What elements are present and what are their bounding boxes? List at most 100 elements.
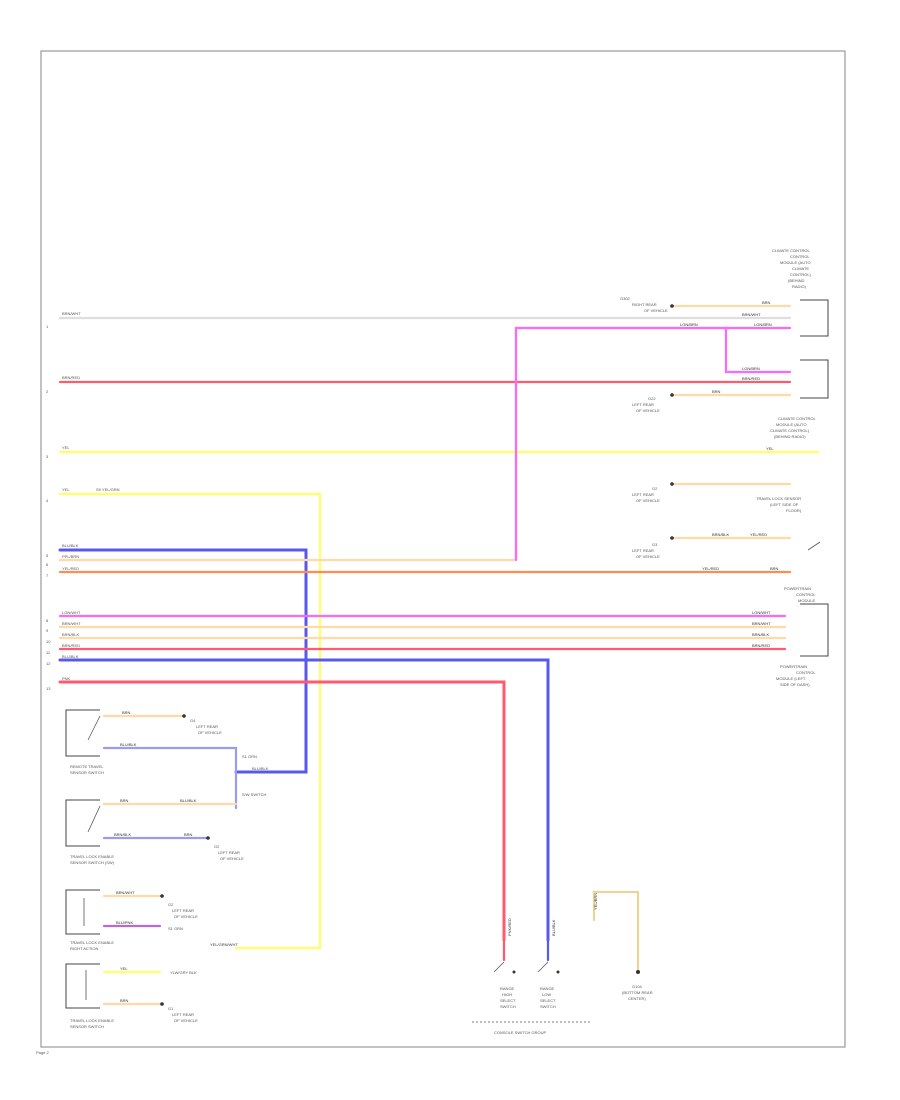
g104-label-2: CENTER) — [628, 996, 646, 1001]
pcm-outline — [800, 603, 829, 657]
switch-2-ground-0: G2 — [214, 844, 220, 849]
wire-8-pin: 8 — [46, 618, 49, 623]
g104-label-1: (BOTTOM REAR — [622, 990, 653, 995]
switch-2-wire-b-label: BLU/BLK — [180, 798, 197, 803]
pcm2-label-2: MODULE (LEFT — [776, 676, 806, 681]
wire-8-label: LGN/WHT — [62, 610, 81, 615]
switch-1-contact — [87, 715, 101, 741]
cm2-label-2: CLIMATE CONTROL) — [770, 428, 810, 433]
switch-2-ground-1: LEFT REAR — [218, 850, 240, 855]
pcm-label-1: CONTROL — [796, 592, 816, 597]
pcm2-label-3: SIDE OF DASH) — [780, 682, 810, 687]
wire-13-label: PNK — [62, 676, 71, 681]
switch-2-label-0: TRAVEL LOCK ENABLE — [70, 854, 114, 859]
console-group-label: CONSOLE SWITCH GROUP — [494, 1030, 547, 1035]
switch-1-wire-b-label: BLU/BLK — [120, 742, 137, 747]
console-switch-b-contact — [537, 961, 549, 973]
console-switch-b-label-2: SELECT — [540, 998, 556, 1003]
switch-4-label-0: TRAVEL LOCK ENABLE — [70, 1018, 114, 1023]
console-switch-b-label-3: SWITCH — [540, 1004, 556, 1009]
g104-wire — [592, 890, 640, 972]
right-components: CLIMATE CONTROL CONTROL MODULE (AUTO CLI… — [620, 248, 829, 687]
right-wire-r4: LGN/BRN — [742, 366, 760, 371]
switch-1-ground-0: G4 — [190, 718, 196, 723]
wire-4-pin: 4 — [46, 498, 49, 503]
switch-4-wire-b-label: BRN — [120, 998, 129, 1003]
console-switch-a-contact — [493, 961, 505, 973]
cm-ground-label-1: RIGHT REAR — [632, 302, 657, 307]
ge-label-0: G2 — [652, 486, 658, 491]
ge-ground-dot — [670, 482, 674, 486]
wire-5-label: BLU/BLK — [62, 543, 79, 548]
switch-2-contact — [87, 805, 101, 833]
wire-4-label: YEL — [62, 487, 70, 492]
switch-4-wire-a-label: YEL — [120, 966, 128, 971]
wire-7-pin: 7 — [46, 573, 49, 578]
wire-11-label: BRN/RED — [62, 643, 80, 648]
right-wire-r10: YEL/RED — [702, 566, 719, 571]
right-wire-r5: BRN/RED — [742, 376, 760, 381]
climate-module-2-outline — [800, 359, 829, 399]
g104-dot — [636, 970, 640, 974]
right-wire-r8: BRN/BLK — [712, 532, 729, 537]
wire-12-label: BLU/BLK — [62, 654, 79, 659]
wire-3-label: YEL — [62, 445, 70, 450]
g104-label-0: G104 — [632, 984, 643, 989]
switch-3-wire-a-label: BRN/WHT — [116, 890, 135, 895]
climate-module-label-2: MODULE (AUTO — [780, 260, 811, 265]
wire-6-pin: 6 — [46, 562, 49, 567]
switch-3-box — [65, 889, 100, 935]
right-wire-r6: BRN — [712, 389, 721, 394]
console-switch-a-label-3: SWITCH — [500, 1004, 516, 1009]
console-switch-a-label-1: HIGH — [502, 992, 512, 997]
wire-4-splice-label: S9 YEL/GRN — [96, 487, 120, 492]
wire-1-pin: 1 — [46, 324, 49, 329]
switch-1-label-0: REMOTE TRAVEL — [70, 764, 104, 769]
switch-4-ground-dot — [160, 1002, 164, 1006]
right-wire-r7: YEL — [766, 446, 774, 451]
diagram-frame — [40, 50, 846, 1048]
right-wire-r1: BRN — [762, 300, 771, 305]
wire-10-label: BRN/BLK — [62, 632, 79, 637]
switch-2-ground-dot — [206, 836, 210, 840]
wire-12-pin: 12 — [46, 661, 51, 666]
switch-3-ground-0: G2 — [168, 902, 174, 907]
cm-ground-label-0: G302 — [620, 296, 631, 301]
travel-switch-label-1: (LEFT SIDE OF — [770, 502, 799, 507]
wire-2-pin: 2 — [46, 389, 49, 394]
ge2-ground-dot — [670, 536, 674, 540]
switch-3-extra: S1 GRN — [168, 926, 183, 931]
travel-switch-label-2: FLOOR) — [786, 508, 802, 513]
right-wire-pink-label: LGN/BRN — [680, 322, 698, 327]
wire-6 — [58, 326, 728, 562]
splice-c: BLU/BLK — [252, 766, 269, 771]
climate-module-label-0: CLIMATE CONTROL — [772, 248, 810, 253]
switch-2-box — [65, 799, 100, 847]
switch-3-label-1: RIGHT ACTION — [70, 946, 98, 951]
wire-10-pin: 10 — [46, 639, 51, 644]
right-wire-r12: LGN/WHT — [752, 610, 771, 615]
cm-wire-pink-drop — [724, 326, 792, 374]
ge2-label-0: G3 — [652, 542, 658, 547]
switch-2-wire-d-label: BRN — [184, 832, 193, 837]
switch-4-label-1: SENSOR SWITCH — [70, 1024, 104, 1029]
switch-1-wire-a-label: BRN — [122, 710, 131, 715]
switch-1-ground-2: OF VEHICLE — [198, 730, 222, 735]
wire-11-pin: 11 — [46, 650, 51, 655]
switch-4-ground-2: OF VEHICLE — [174, 1018, 198, 1023]
switch-1-label-1: SENSOR SWITCH — [70, 770, 104, 775]
climate-module-outline — [800, 299, 829, 337]
switch-3-bottom-wire: YEL/GRN/WHT — [210, 942, 238, 947]
pcm2-label-1: CONTROL — [796, 670, 816, 675]
bottom-left-switches: BRN G4 LEFT REAR OF VEHICLE BLU/BLK REMO… — [65, 709, 269, 1029]
console-switch-a-dot — [512, 970, 516, 974]
switch-2-wire-c-label: BRN/BLK — [114, 832, 131, 837]
wire-7-label: YEL/RED — [62, 566, 79, 571]
wire-1-label: BRN/WHT — [62, 311, 81, 316]
switch-4-ground-0: G1 — [168, 1006, 174, 1011]
pcm2-label-0: POWERTRAIN — [780, 664, 807, 669]
ge-label-1: LEFT REAR — [632, 492, 654, 497]
cm-ground-label-2: OF VEHICLE — [644, 308, 668, 313]
climate-module-label-1: CONTROL — [790, 254, 810, 259]
wire-6-pink — [514, 326, 728, 562]
